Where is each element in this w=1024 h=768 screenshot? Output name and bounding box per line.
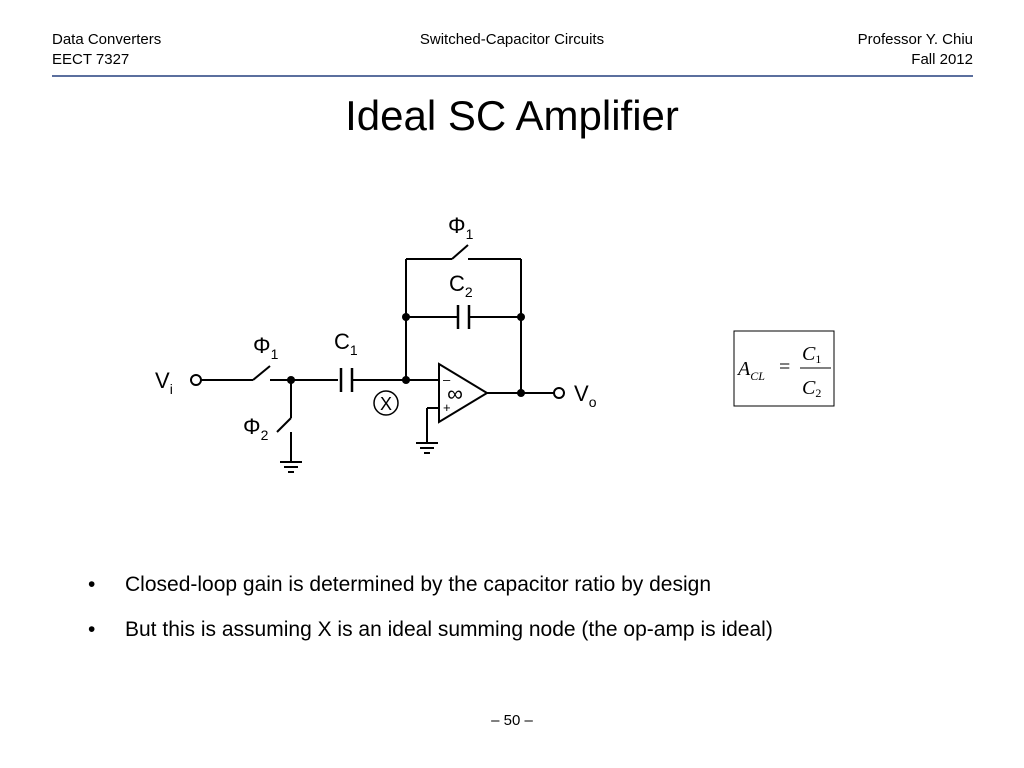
bullet-text: Closed-loop gain is determined by the ca… — [125, 573, 712, 596]
node-x-label: X — [380, 394, 392, 414]
bullet-symbol: • — [88, 573, 96, 596]
course-code: EECT 7327 — [52, 51, 130, 68]
junction-dot — [287, 376, 295, 384]
junction-dot — [402, 376, 410, 384]
input-label: Vi — [155, 368, 173, 397]
term: Fall 2012 — [911, 51, 973, 68]
slide-title: Ideal SC Amplifier — [345, 92, 679, 139]
junction-dot — [402, 313, 410, 321]
switch-phi1-input-label: Φ1 — [253, 333, 279, 362]
output-label: Vo — [574, 381, 597, 410]
equation-denominator: C2 — [802, 377, 821, 400]
node-x-marker — [373, 390, 399, 416]
output-terminal — [553, 387, 565, 399]
bullet-item: • But this is assuming X is an ideal sum… — [88, 613, 773, 658]
opamp-triangle — [438, 362, 489, 424]
opamp-plus: + — [443, 400, 451, 415]
page-number: – 50 – — [491, 712, 533, 729]
switch-phi2 — [276, 417, 292, 433]
header-topic: Switched-Capacitor Circuits — [419, 31, 605, 48]
bullet-symbol: • — [88, 618, 96, 641]
opamp-minus: – — [443, 372, 451, 387]
ground-symbol-switch — [280, 461, 302, 473]
professor-name: Professor Y. Chiu — [857, 31, 973, 48]
c2-label: C2 — [449, 271, 473, 300]
circuit-diagram: Vi Vo Φ1 Φ2 Φ1 C1 C2 X ∞ – + ACL = C1 C2 — [155, 213, 835, 473]
gain-equation: ACL = C1 C2 — [733, 330, 835, 407]
switch-phi1-input — [252, 365, 271, 381]
equation-lhs: ACL — [736, 358, 765, 383]
switch-phi2-label: Φ2 — [243, 414, 269, 443]
ground-symbol-opamp — [416, 442, 438, 454]
equation-equals: = — [779, 356, 790, 378]
c1-label: C1 — [334, 329, 358, 358]
header-right: Professor Y. Chiu Fall 2012 — [858, 30, 973, 70]
bullet-list: • Closed-loop gain is determined by the … — [88, 568, 773, 658]
equation-numerator: C1 — [802, 343, 821, 366]
header-rule — [52, 75, 973, 77]
switch-phi1-feedback — [451, 244, 469, 260]
junction-dot — [517, 389, 525, 397]
bullet-text: But this is assuming X is an ideal summi… — [125, 618, 773, 641]
header-left: Data Converters EECT 7327 — [52, 30, 161, 70]
switch-phi1-feedback-label: Φ1 — [448, 213, 474, 242]
course-name: Data Converters — [52, 31, 162, 48]
junction-dot — [517, 313, 525, 321]
bullet-item: • Closed-loop gain is determined by the … — [88, 568, 773, 613]
opamp-infinity: ∞ — [447, 381, 463, 406]
input-terminal — [190, 374, 202, 386]
